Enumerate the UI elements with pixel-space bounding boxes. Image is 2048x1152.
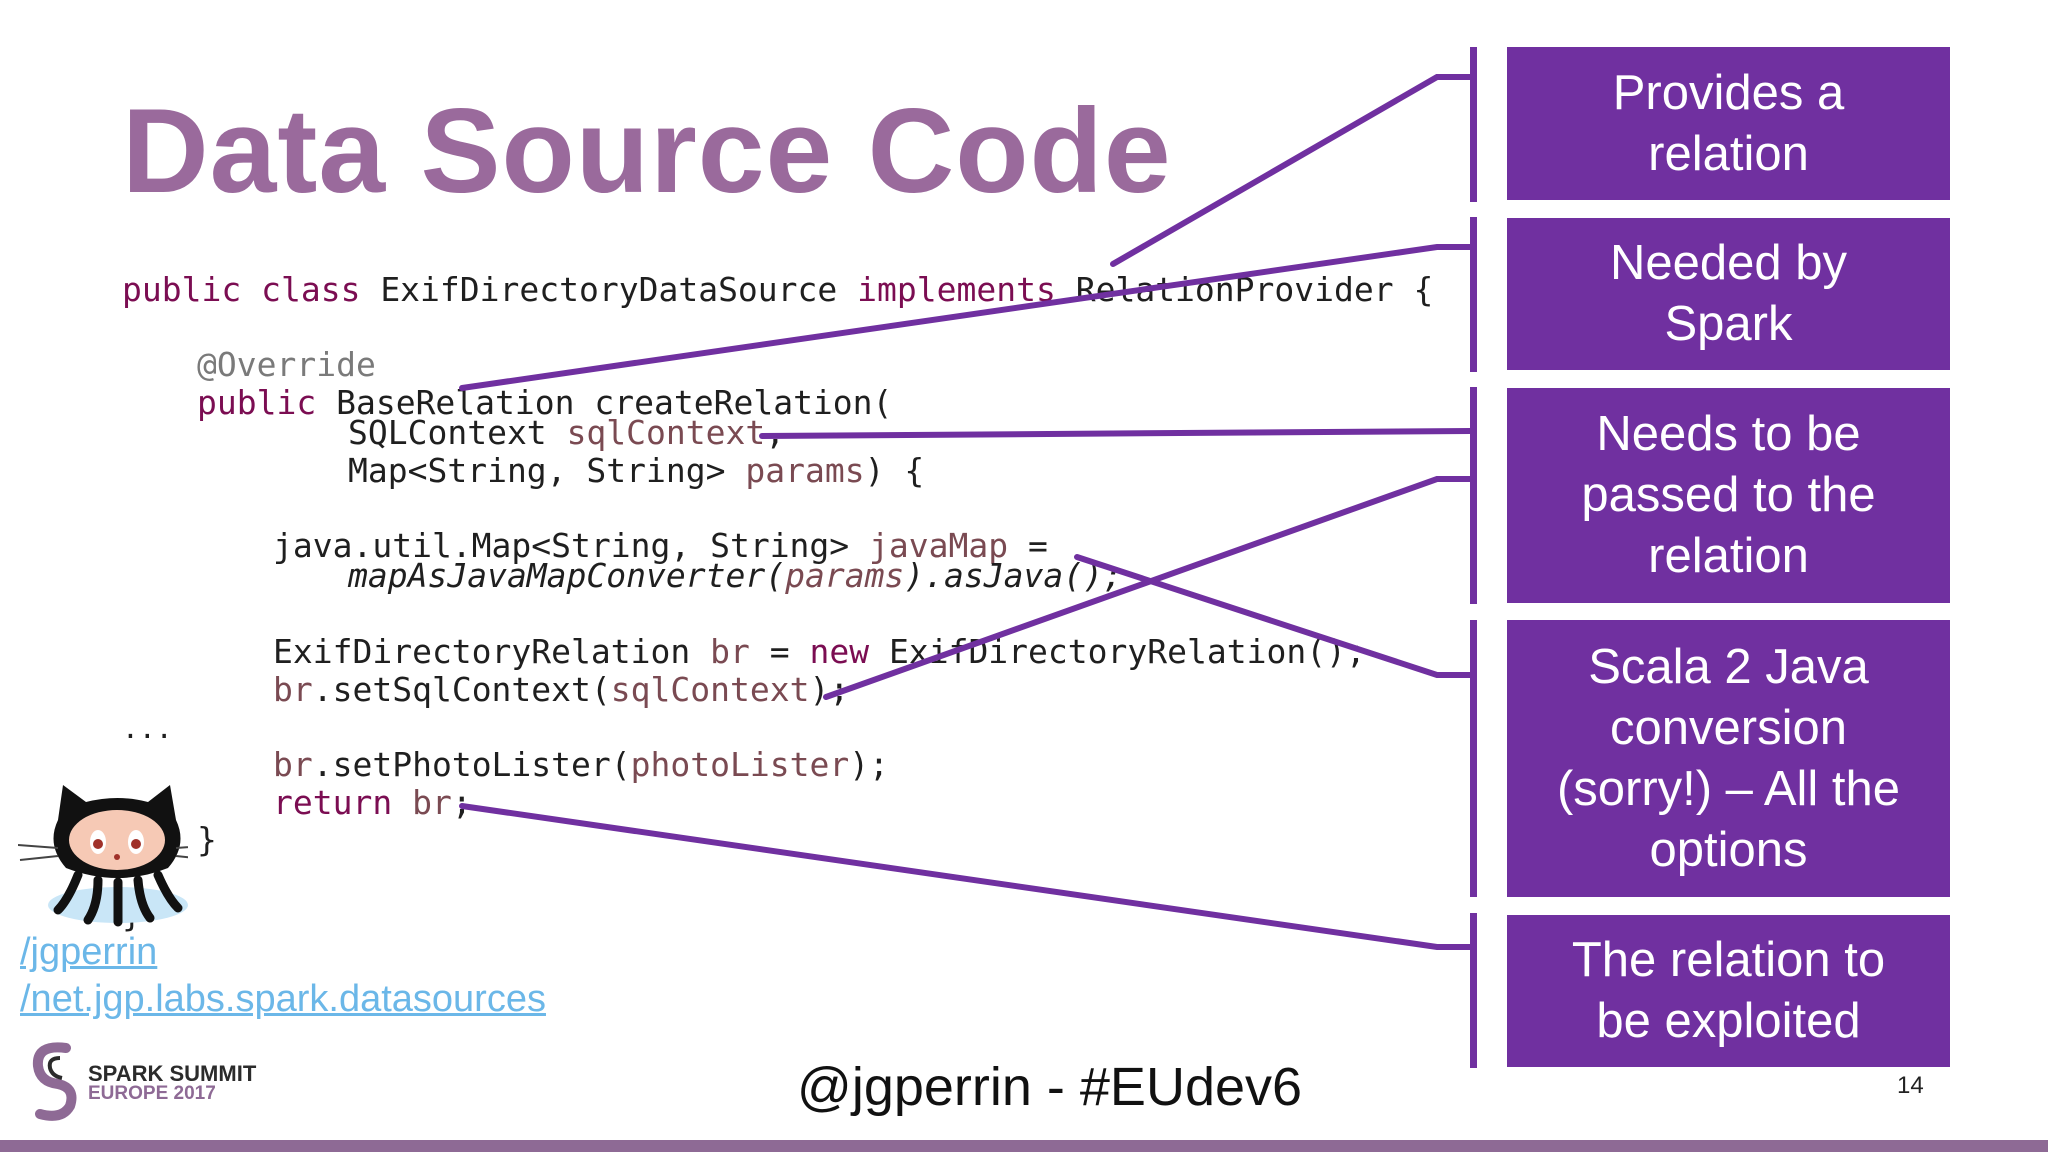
code-param: sqlContext [566, 413, 766, 452]
callout-box: Provides a relation [1507, 47, 1950, 200]
code-type: Map<String, String> [348, 451, 726, 490]
connector-line-4 [823, 476, 1473, 700]
code-keyword: public [122, 270, 242, 309]
spark-summit-logo-icon [32, 1042, 77, 1121]
code-keyword: return [273, 783, 393, 822]
connector-line-5 [1074, 554, 1473, 678]
callout-box: Scala 2 Java conversion (sorry!) – All t… [1507, 620, 1950, 897]
code-var: br [273, 670, 313, 709]
footer-handle: @jgperrin - #EUdev6 [797, 1057, 1303, 1117]
logo-line-1: SPARK SUMMIT [88, 1061, 257, 1086]
code-line-8: ExifDirectoryRelation br = new ExifDirec… [273, 632, 1366, 671]
callout-text: Needs to be passed to the relation [1581, 407, 1876, 583]
callout-box: Needed by Spark [1507, 218, 1950, 370]
callout-text: Scala 2 Java conversion (sorry!) – All t… [1556, 639, 1901, 877]
code-method: createRelation( [594, 383, 893, 422]
code-line-6: java.util.Map<String, String> javaMap = [273, 526, 1048, 565]
code-brace: { [1413, 270, 1434, 309]
code-line-1: public class ExifDirectoryDataSource imp… [122, 270, 1433, 309]
callout-text: The relation to be exploited [1571, 933, 1886, 1048]
code-function: mapAsJavaMapConverter( [348, 556, 786, 595]
code-var: br [273, 745, 313, 784]
code-keyword: implements [857, 270, 1056, 309]
code-line-3: public BaseRelation createRelation( [197, 383, 892, 422]
slide-title: Data Source Code [122, 84, 1172, 218]
code-line-7: mapAsJavaMapConverter(params).asJava(); [348, 556, 1123, 595]
code-var: br [412, 783, 452, 822]
code-line-11: return br; [273, 783, 472, 822]
code-keyword: new [809, 632, 870, 671]
code-punct: ); [849, 745, 889, 784]
code-class-name: ExifDirectoryDataSource [380, 270, 838, 309]
code-param: params [785, 556, 905, 595]
code-punct: ; [451, 783, 472, 822]
code-call: .setSqlContext( [312, 670, 611, 709]
logo-line-2: EUROPE 2017 [88, 1083, 216, 1104]
callout-bracket [1470, 620, 1477, 897]
connector-line-1 [1110, 74, 1473, 267]
code-param: sqlContext [610, 670, 810, 709]
code-punct: = [1028, 526, 1048, 565]
callout-text: Provides a relation [1612, 65, 1845, 181]
code-line-2: @Override [197, 345, 376, 384]
callout-bracket [1470, 913, 1477, 1068]
code-type: ExifDirectoryRelation [273, 632, 691, 671]
octocat-icon [18, 785, 188, 927]
callout-box: Needs to be passed to the relation [1507, 388, 1950, 603]
code-var: javaMap [869, 526, 1009, 565]
connector-line-2 [459, 244, 1473, 391]
code-call: .setPhotoLister( [312, 745, 631, 784]
code-type: SQLContext [348, 413, 547, 452]
callout-bracket [1470, 387, 1477, 604]
code-type: BaseRelation [336, 383, 575, 422]
code-punct: = [769, 632, 790, 671]
callout-text: Needed by Spark [1609, 236, 1847, 351]
connector-line-3 [759, 428, 1473, 439]
code-line-5: Map<String, String> params) { [348, 451, 924, 490]
callout-box: The relation to be exploited [1507, 915, 1950, 1067]
github-user-link[interactable]: /jgperrin [20, 931, 158, 973]
page-number: 14 [1897, 1072, 1924, 1099]
github-repo-link[interactable]: /net.jgp.labs.spark.datasources [20, 978, 546, 1020]
code-keyword: class [261, 270, 361, 309]
code-param: photoLister [630, 745, 850, 784]
code-punct: ) { [864, 451, 925, 490]
code-ellipsis: ... [122, 712, 173, 745]
code-param: params [745, 451, 865, 490]
connector-line-6 [459, 803, 1473, 950]
code-keyword: public [197, 383, 317, 422]
callout-bracket [1470, 47, 1477, 202]
code-punct: , [765, 413, 786, 452]
code-close-brace: } [197, 820, 217, 859]
bottom-bar [0, 1140, 2048, 1152]
code-line-10: br.setPhotoLister(photoLister); [273, 745, 889, 784]
code-line-9: br.setSqlContext(sqlContext); [273, 670, 849, 709]
code-line-4: SQLContext sqlContext, [348, 413, 785, 452]
callout-bracket [1470, 217, 1477, 372]
code-var: br [710, 632, 750, 671]
code-call: ExifDirectoryRelation(); [888, 632, 1366, 671]
code-type: java.util.Map<String, String> [273, 526, 850, 565]
